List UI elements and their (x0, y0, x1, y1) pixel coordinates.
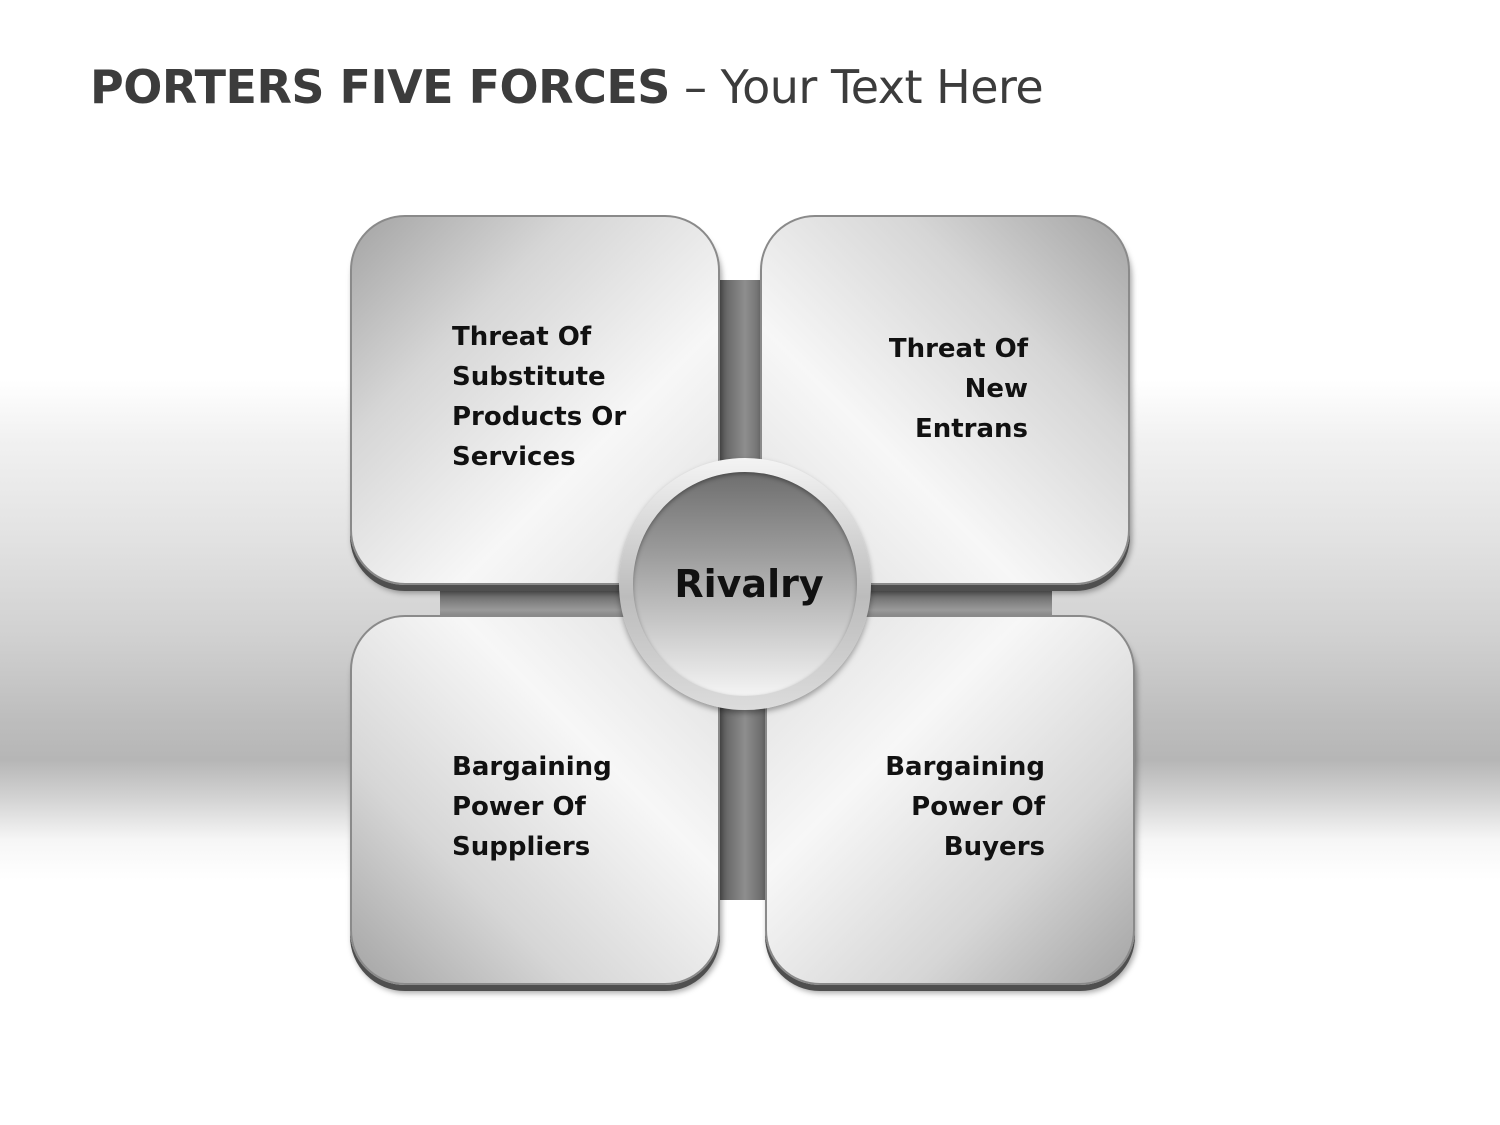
title-separator: – (669, 60, 721, 114)
rivalry-hub: Rivalry (633, 472, 857, 696)
title-subtitle: Your Text Here (720, 60, 1044, 114)
rivalry-hub-ring: Rivalry (619, 458, 871, 710)
force-label-suppliers: Bargaining Power Of Suppliers (452, 752, 612, 862)
force-label-buyers: Bargaining Power Of Buyers (885, 752, 1045, 862)
rivalry-label: Rivalry (674, 562, 824, 606)
title-main: PORTERS FIVE FORCES (90, 60, 670, 114)
force-label-substitutes: Threat Of Substitute Products Or Service… (452, 322, 627, 472)
five-forces-diagram: Threat Of Substitute Products Or Service… (340, 210, 1150, 1000)
page-title: PORTERS FIVE FORCES – Your Text Here (90, 60, 1044, 114)
force-tile-suppliers: Bargaining Power Of Suppliers (350, 615, 720, 985)
force-label-new-entrants: Threat Of New Entrans (888, 334, 1028, 444)
